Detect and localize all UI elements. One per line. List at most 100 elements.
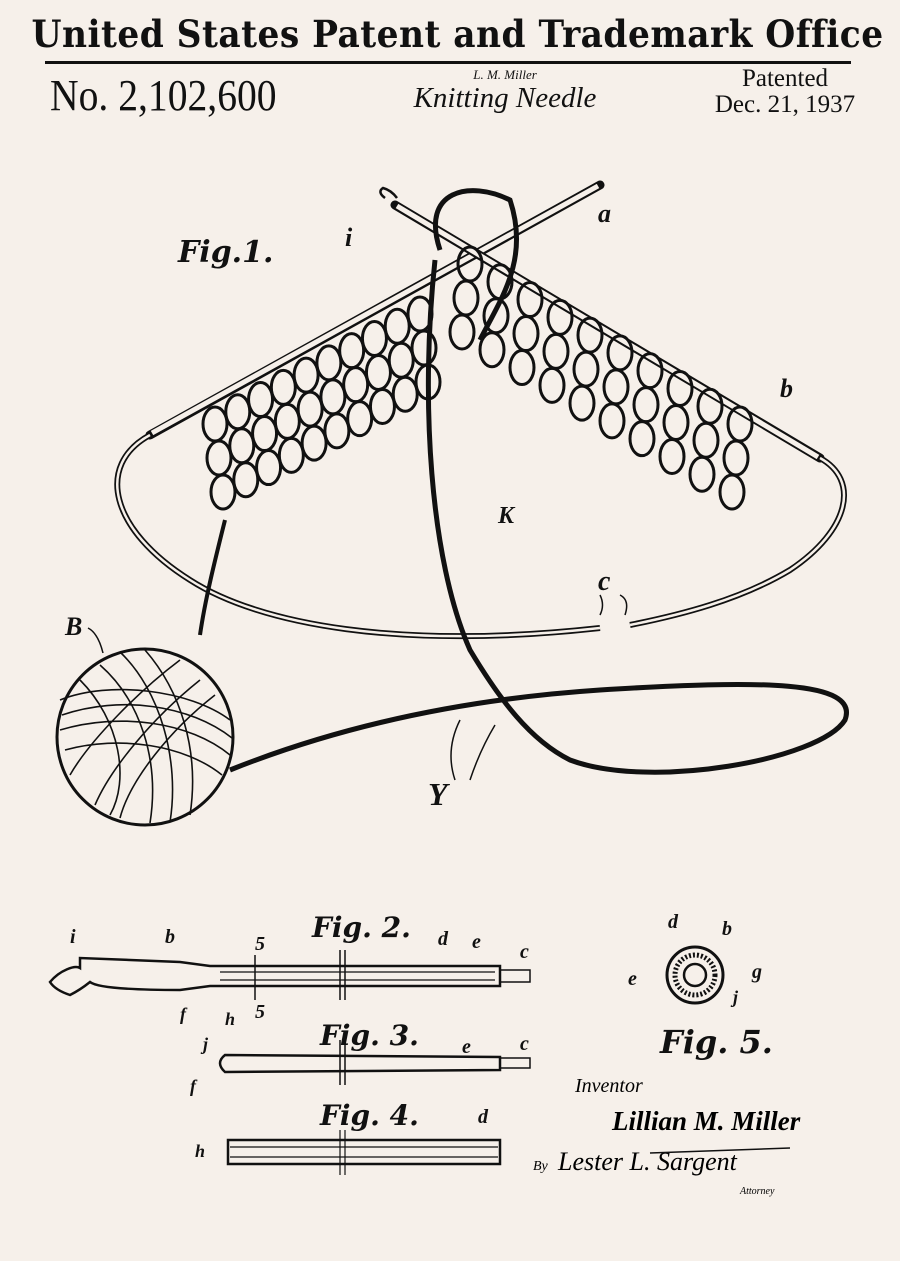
fig3-label: Fig. 3.: [319, 1019, 419, 1052]
ref5-e: e: [628, 968, 637, 990]
ref-B: B: [64, 612, 82, 641]
patented-date: Dec. 21, 1937: [714, 91, 856, 118]
ref2-e: e: [472, 931, 481, 953]
knit-stitch: [201, 405, 229, 443]
ref-b: b: [780, 374, 793, 403]
ref2-i: i: [70, 926, 76, 948]
knit-stitch: [300, 424, 328, 462]
knitted-fabric: [201, 245, 754, 511]
ref-i: i: [345, 223, 353, 252]
figure-2: Fig. 2. i b 5 5 d e c f j h: [48, 911, 531, 1054]
attorney-label: Attorney: [739, 1186, 775, 1197]
knit-stitch: [452, 279, 480, 317]
ref-a: a: [598, 199, 611, 228]
knit-stitch: [688, 455, 716, 493]
fig4-label: Fig. 4.: [319, 1099, 419, 1132]
knit-stitch: [512, 315, 540, 353]
knit-stitch: [247, 381, 275, 419]
knit-stitch: [255, 449, 283, 487]
by-label: By: [533, 1159, 549, 1174]
knit-stitch: [224, 393, 252, 431]
yarn-loop: [432, 188, 520, 342]
inventor-signature: Lillian M. Miller: [611, 1106, 801, 1136]
ref3-c: c: [520, 1033, 529, 1055]
knit-stitch: [277, 436, 305, 474]
ref2-f: f: [180, 1004, 188, 1024]
header-rule: [45, 61, 851, 64]
knit-stitch: [319, 378, 347, 416]
knit-stitch: [542, 332, 570, 370]
knit-stitch: [391, 375, 419, 413]
knit-stitch: [364, 353, 392, 391]
knit-stitch: [368, 387, 396, 425]
inventor-label: Inventor: [574, 1075, 643, 1097]
ref-Y: Y: [428, 776, 450, 812]
fig5-label: Fig. 5.: [659, 1023, 773, 1061]
ref2-5a: 5: [255, 933, 265, 955]
knit-stitch: [598, 402, 626, 440]
knit-stitch: [602, 368, 630, 406]
fig1-label: Fig.1.: [177, 235, 273, 270]
patent-title: Knitting Needle: [413, 82, 597, 114]
knit-stitch: [632, 386, 660, 424]
office-title: United States Patent and Trademark Offic…: [31, 12, 884, 56]
knit-stitch: [296, 390, 324, 428]
ref5-g: g: [751, 961, 762, 983]
ref2-h: h: [225, 1009, 235, 1029]
knit-stitch: [209, 473, 237, 511]
ref5-j: j: [730, 987, 739, 1007]
ref2-b: b: [165, 926, 175, 948]
knit-stitch: [658, 437, 686, 475]
fig3-needle: [218, 1053, 502, 1074]
knit-stitch: [478, 331, 506, 369]
knit-stitch: [722, 439, 750, 477]
knit-stitch: [269, 368, 297, 406]
needle-a: [145, 180, 605, 440]
patented-label: Patented: [741, 65, 829, 92]
attorney-signature: Lester L. Sargent: [557, 1147, 738, 1176]
ref2-c: c: [520, 941, 529, 963]
knit-stitch: [662, 403, 690, 441]
knit-stitch: [572, 350, 600, 388]
fig2-needle: [48, 956, 502, 997]
ref-c: c: [598, 566, 611, 597]
knit-stitch: [410, 329, 438, 367]
knit-stitch: [538, 366, 566, 404]
figure-3: Fig. 3. e c f: [190, 1019, 531, 1096]
figure-4: Fig. 4. d h: [195, 1099, 502, 1175]
signature-block: Inventor Lillian M. Miller By Lester L. …: [533, 1075, 801, 1197]
patent-number: No. 2,102,600: [50, 71, 277, 120]
knit-stitch: [718, 473, 746, 511]
knit-stitch: [346, 400, 374, 438]
knit-stitch: [568, 384, 596, 422]
ref2-j: j: [200, 1034, 209, 1054]
knit-stitch: [315, 344, 343, 382]
knit-stitch: [251, 415, 279, 453]
figure-1: Fig.1.: [55, 180, 849, 827]
yarn-tail: [198, 519, 227, 636]
cable-left: [114, 432, 601, 640]
inventor-short: L. M. Miller: [473, 67, 537, 82]
fig2-label: Fig. 2.: [311, 911, 411, 944]
ref4-h: h: [195, 1141, 205, 1161]
knit-stitch: [323, 412, 351, 450]
knit-stitch: [292, 356, 320, 394]
knit-stitch: [232, 461, 260, 499]
yarn-ball: [55, 647, 235, 827]
knit-stitch: [383, 307, 411, 345]
ref5-d: d: [668, 911, 679, 933]
knit-stitch: [205, 439, 233, 477]
knit-stitch: [342, 366, 370, 404]
ref3-f: f: [190, 1076, 198, 1096]
knit-stitch: [273, 402, 301, 440]
knit-stitch: [628, 420, 656, 458]
ref5-b: b: [722, 918, 732, 940]
knit-stitch: [338, 332, 366, 370]
ref2-d: d: [438, 928, 449, 950]
fig4-tube: [226, 1138, 502, 1166]
knit-stitch: [508, 349, 536, 387]
knit-stitch: [448, 313, 476, 351]
knit-stitch: [387, 341, 415, 379]
working-yarn: [229, 259, 849, 775]
